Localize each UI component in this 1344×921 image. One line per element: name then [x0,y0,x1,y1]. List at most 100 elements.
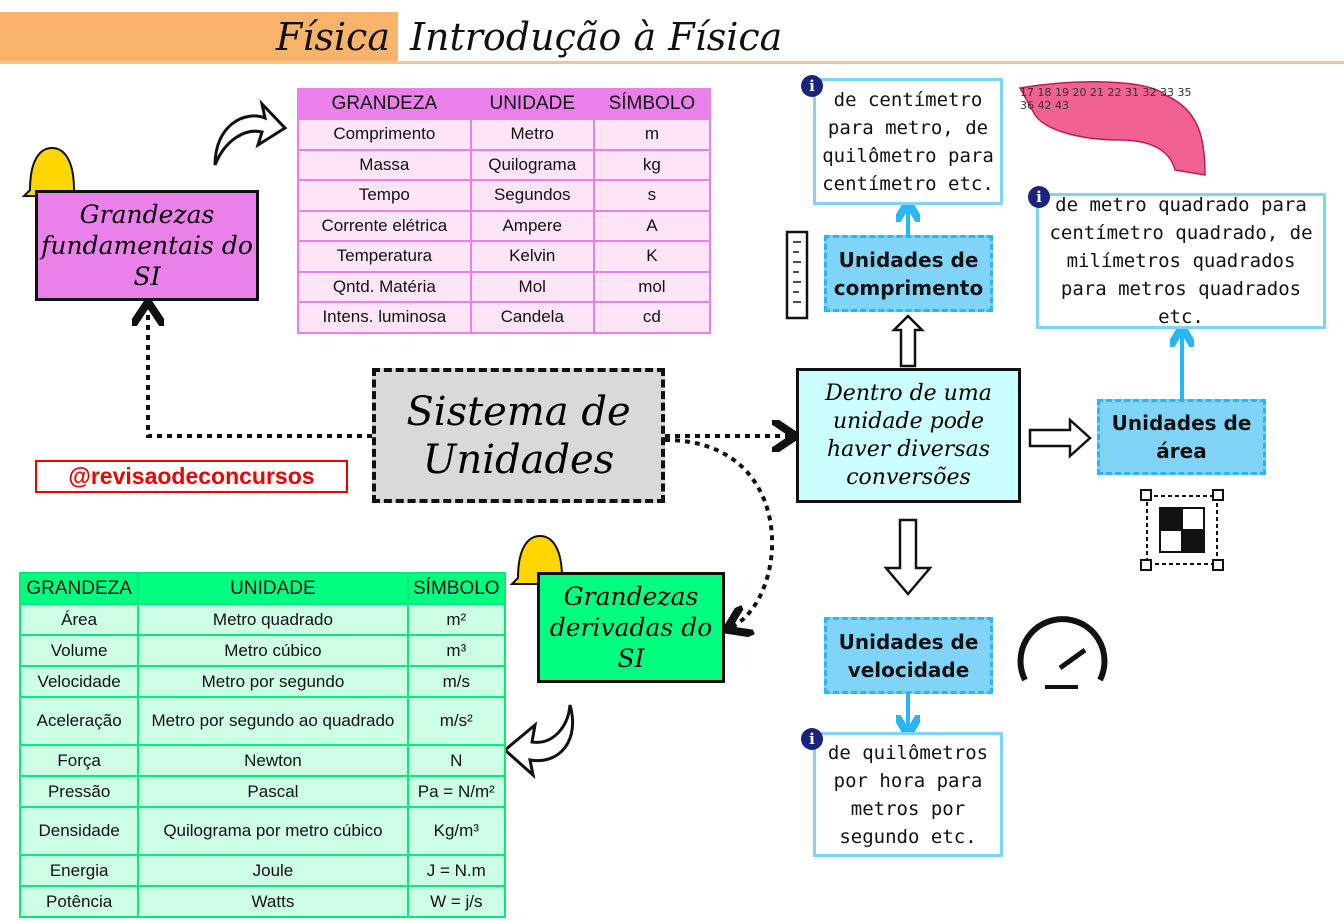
header-cell: SÍMBOLO [406,572,507,605]
conversions-node: Dentro de uma unidade pode haver diversa… [796,368,1021,503]
curved-arrow-icon [502,704,575,780]
header-cell: GRANDEZA [18,572,140,605]
info-icon: i [801,75,823,97]
bell-icon [21,146,83,197]
length-units-node: Unidades de comprimento [824,235,993,312]
table-cell: Densidade [18,806,140,856]
hollow-arrow-icon [890,314,926,368]
table-cell: Corrente elétrica [297,209,472,242]
social-handle: @revisaodeconcursos [35,460,348,493]
table-cell: Energia [18,854,140,887]
table-cell: Massa [297,148,472,181]
table-cell: Joule [137,854,409,887]
table-cell: Volume [18,634,140,667]
table-cell: Kelvin [469,240,595,273]
table-cell: Pascal [137,775,409,808]
table-cell: Metro [469,118,595,151]
table-cell: A [592,209,712,242]
table-cell: Candela [469,301,595,334]
table-cell: J = N.m [406,854,507,887]
table-cell: Pressão [18,775,140,808]
table-cell: Metro cúbico [137,634,409,667]
speed-units-node: Unidades de velocidade [824,617,993,694]
table-cell: Qntd. Matéria [297,270,472,303]
hollow-arrow-icon [1028,417,1092,459]
curved-arrow-icon [213,99,288,166]
table-cell: m/s [406,665,507,698]
area-icon [1140,489,1224,571]
table-cell: Intens. luminosa [297,301,472,334]
table-header-row: GRANDEZA UNIDADE SÍMBOLO [297,88,712,120]
table-cell: Metro por segundo ao quadrado [137,696,409,746]
derived-quantities-node: Grandezas derivadas do SI [537,572,725,683]
header-cell: SÍMBOLO [592,88,712,120]
connector-to-fundamental [148,306,372,438]
page-title: Introdução à Física [410,15,783,59]
table-cell: Aceleração [18,696,140,746]
table-cell: N [406,744,507,777]
header-cell: UNIDADE [137,572,409,605]
header-cell: GRANDEZA [297,88,472,120]
header-cell: UNIDADE [469,88,595,120]
central-node: Sistema de Unidades [372,368,665,503]
table-cell: kg [592,148,712,181]
table-cell: m³ [406,634,507,667]
area-units-node: Unidades de área [1097,399,1266,475]
info-icon: i [1028,186,1050,208]
table-cell: Newton [137,744,409,777]
header-divider [0,61,1344,64]
ruler-icon [785,230,809,320]
info-icon: i [801,728,823,750]
table-cell: Quilograma [469,148,595,181]
table-cell: Temperatura [297,240,472,273]
table-cell: Potência [18,885,140,918]
table-cell: Pa = N/m² [406,775,507,808]
table-cell: s [592,179,712,212]
subject-title: Física [275,15,390,59]
hollow-arrow-icon [883,518,933,596]
table-cell: Quilograma por metro cúbico [137,806,409,856]
table-cell: Watts [137,885,409,918]
table-cell: mol [592,270,712,303]
table-header-row: GRANDEZA UNIDADE SÍMBOLO [18,572,507,605]
speedometer-icon [1017,616,1108,689]
fundamental-quantities-node: Grandezas fundamentais do SI [35,190,259,301]
tape-numbers: 17 18 19 20 21 22 31 32 33 35 36 42 43 [1020,86,1192,112]
table-cell: Tempo [297,179,472,212]
table-cell: Metro por segundo [137,665,409,698]
table-cell: Mol [469,270,595,303]
length-info-box: de centímetro para metro, de quilômetro … [813,78,1003,205]
table-cell: Velocidade [18,665,140,698]
table-cell: m/s² [406,696,507,746]
tape-measure-icon [1018,81,1206,176]
table-cell: cd [592,301,712,334]
speed-info-box: de quilômetros por hora para metros por … [813,732,1003,857]
table-cell: K [592,240,712,273]
table-cell: Metro quadrado [137,603,409,636]
header-band [0,12,398,62]
table-cell: Ampere [469,209,595,242]
table-cell: Comprimento [297,118,472,151]
area-info-box: de metro quadrado para centímetro quadra… [1036,193,1326,329]
table-cell: Segundos [469,179,595,212]
table-cell: Área [18,603,140,636]
table-cell: Força [18,744,140,777]
table-cell: Kg/m³ [406,806,507,856]
